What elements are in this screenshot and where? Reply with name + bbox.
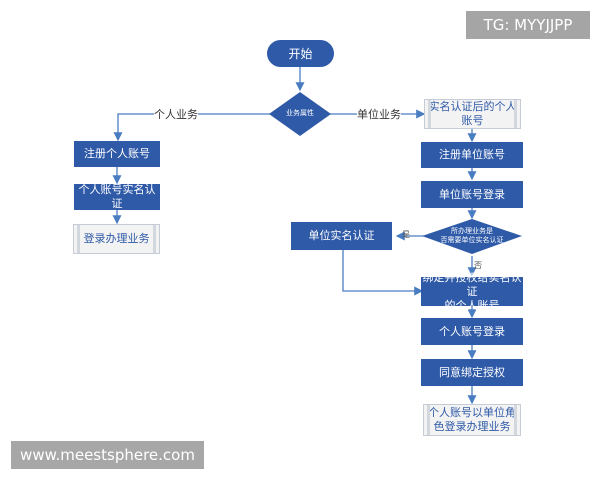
doc-side-bar: [77, 225, 80, 253]
doc-side-bar: [427, 405, 430, 435]
edge-label-no: 否: [474, 261, 482, 270]
edge-label-personal: 个人业务: [154, 106, 198, 122]
unit-verified-account-doc-node: 实名认证后的个人 账号: [424, 99, 521, 129]
bind-authorize-line2: 的个人账号: [444, 298, 500, 312]
unit-login-node: 单位账号登录: [421, 181, 523, 208]
decision-type-label: 业务属性: [286, 109, 314, 117]
final-login-line1: 个人账号以单位角: [428, 406, 516, 419]
decision-unit-verify-diamond: [422, 219, 522, 254]
unit-verify-node: 单位实名认证: [291, 222, 392, 250]
edge-unit-verify-to-bind: [342, 250, 424, 296]
edge-decision-to-personal: [113, 113, 270, 142]
decision-type-diamond: [269, 92, 331, 136]
unit-register-node: 注册单位账号: [421, 142, 523, 168]
bind-authorize-line1: 绑定并授权给实名认证: [422, 270, 522, 298]
personal-login-doc-node: 登录办理业务: [73, 224, 160, 254]
doc-side-bar: [514, 100, 517, 128]
doc-side-bar: [514, 405, 517, 435]
edge-label-unit: 单位业务: [357, 106, 401, 122]
decision-unit-verify-line1: 所办理业务是: [451, 227, 493, 235]
final-login-line2: 色登录办理业务: [433, 420, 511, 433]
personal-account-login-node: 个人账号登录: [421, 318, 523, 345]
watermark-top: TG: MYYJJPP: [466, 11, 590, 39]
personal-register-node: 注册个人账号: [74, 141, 160, 167]
unit-verified-account-line1: 实名认证后的个人: [428, 100, 517, 113]
bind-authorize-node: 绑定并授权给实名认证 的个人账号: [421, 271, 523, 312]
agree-bind-node: 同意绑定授权: [421, 359, 523, 386]
personal-verify-node: 个人账号实名认证: [74, 183, 160, 210]
doc-side-bar: [428, 100, 431, 128]
unit-verified-account-line2: 账号: [461, 114, 484, 127]
edge-label-yes: 是: [402, 230, 410, 239]
decision-unit-verify-line2: 否需要单位实名认证: [440, 236, 504, 244]
personal-login-doc-label: 登录办理业务: [83, 232, 150, 245]
doc-side-bar: [153, 225, 156, 253]
watermark-bottom: www.meestsphere.com: [11, 441, 204, 469]
final-login-doc-node: 个人账号以单位角 色登录办理业务: [423, 404, 521, 436]
start-node: 开始: [267, 40, 334, 67]
